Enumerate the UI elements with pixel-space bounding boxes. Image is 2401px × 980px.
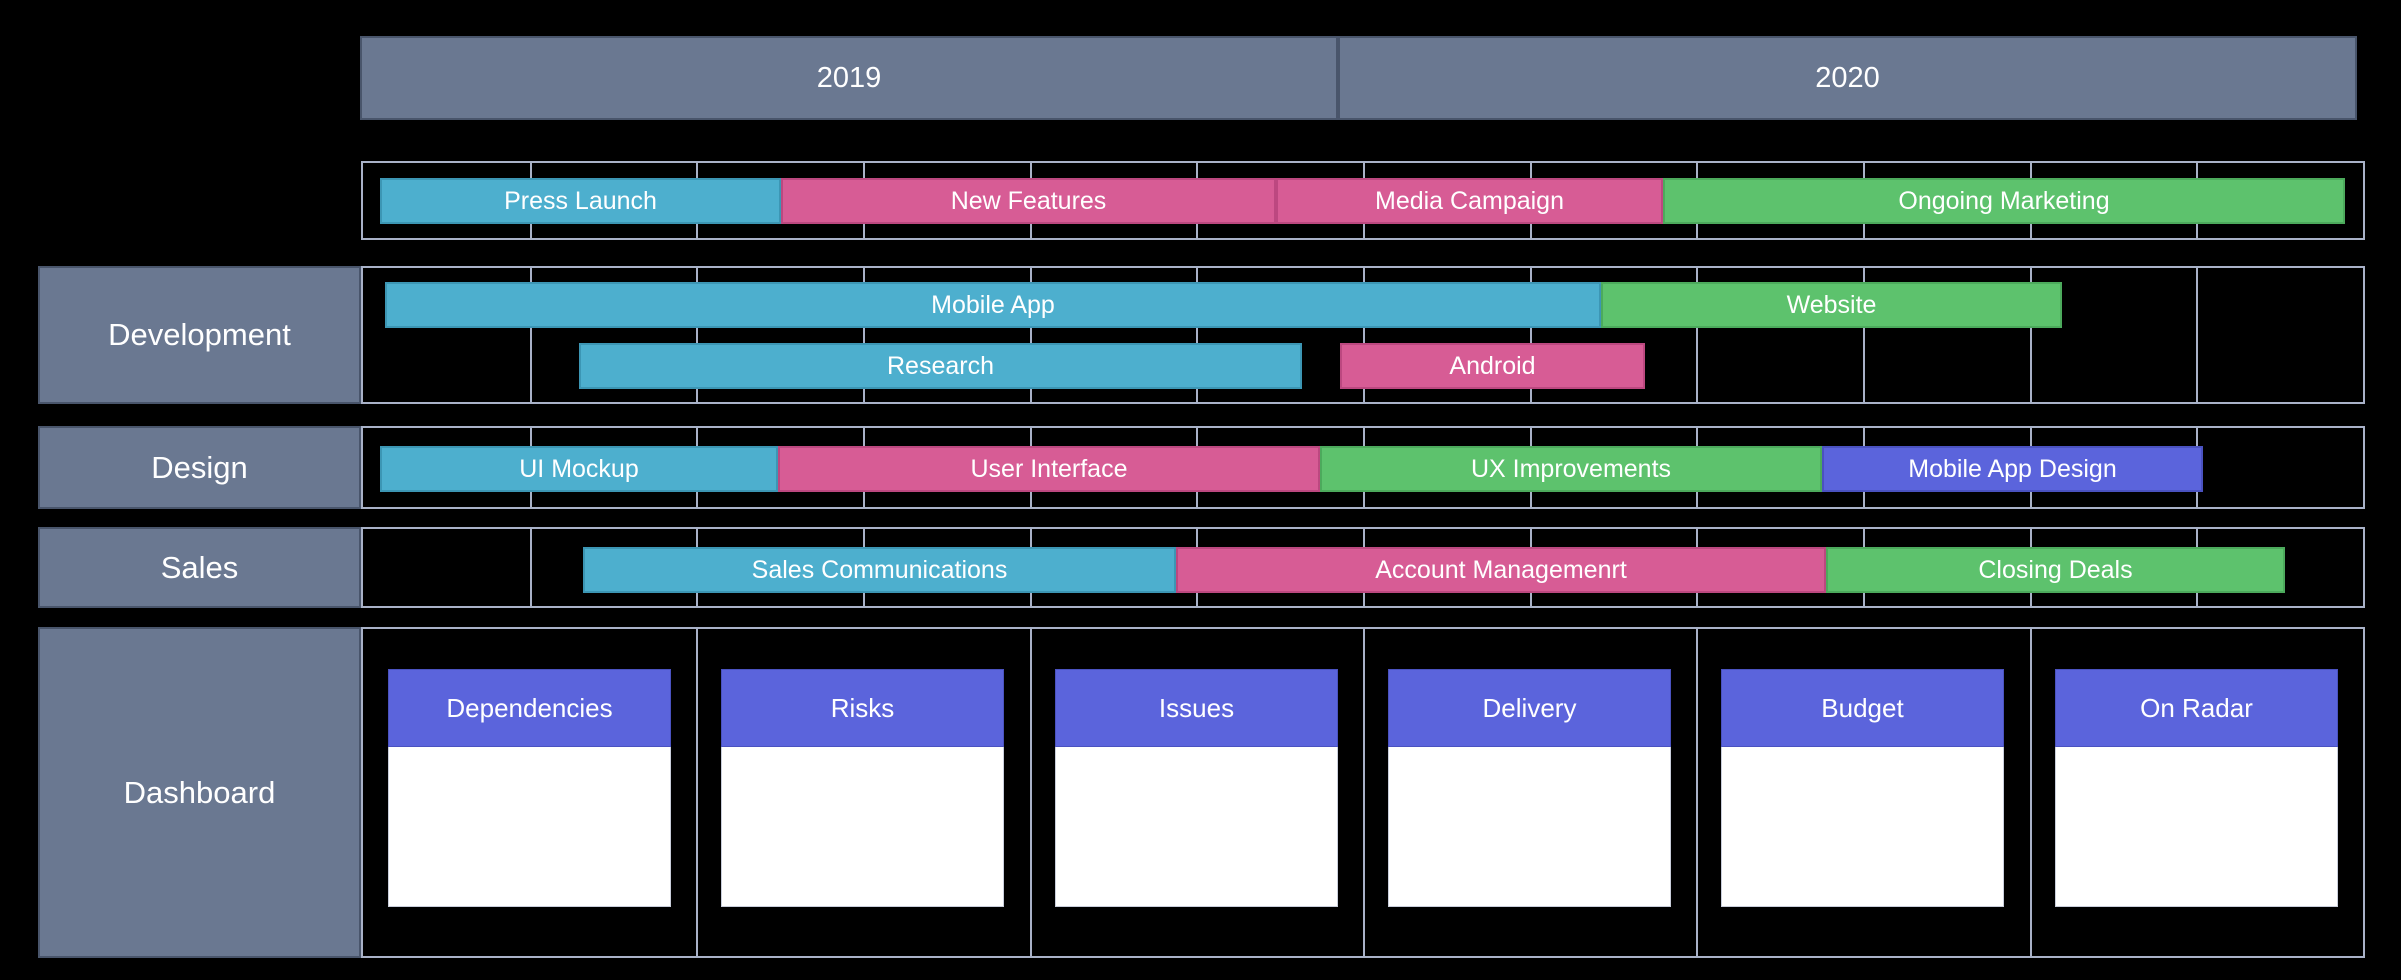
bar-user-interface[interactable]: User Interface bbox=[778, 446, 1320, 492]
grid-line bbox=[1196, 268, 1198, 402]
bar-mobile-app-design[interactable]: Mobile App Design bbox=[1822, 446, 2203, 492]
bar-closing-deals[interactable]: Closing Deals bbox=[1826, 547, 2285, 593]
year-header-2020[interactable]: 2020 bbox=[1338, 36, 2357, 120]
card-body-budget bbox=[1721, 747, 2004, 907]
grid-line bbox=[863, 268, 865, 402]
card-budget[interactable]: Budget bbox=[1721, 669, 2004, 907]
bar-android[interactable]: Android bbox=[1340, 343, 1645, 389]
grid-line bbox=[1030, 629, 1032, 956]
card-issues[interactable]: Issues bbox=[1055, 669, 1338, 907]
card-on-radar[interactable]: On Radar bbox=[2055, 669, 2338, 907]
card-title-issues: Issues bbox=[1055, 669, 1338, 747]
card-title-on-radar: On Radar bbox=[2055, 669, 2338, 747]
card-risks[interactable]: Risks bbox=[721, 669, 1004, 907]
row-label-dashboard[interactable]: Dashboard bbox=[38, 627, 361, 958]
row-label-design[interactable]: Design bbox=[38, 426, 361, 509]
bar-ux-improvements[interactable]: UX Improvements bbox=[1320, 446, 1822, 492]
bar-media-campaign[interactable]: Media Campaign bbox=[1276, 178, 1663, 224]
bar-account-managemenrt[interactable]: Account Managemenrt bbox=[1176, 547, 1826, 593]
row-label-development[interactable]: Development bbox=[38, 266, 361, 404]
grid-line bbox=[2030, 268, 2032, 402]
grid-line bbox=[1530, 268, 1532, 402]
card-body-delivery bbox=[1388, 747, 1671, 907]
bar-mobile-app[interactable]: Mobile App bbox=[385, 282, 1601, 328]
grid-line bbox=[530, 268, 532, 402]
card-title-dependencies: Dependencies bbox=[388, 669, 671, 747]
card-title-risks: Risks bbox=[721, 669, 1004, 747]
grid-line bbox=[696, 629, 698, 956]
bar-new-features[interactable]: New Features bbox=[781, 178, 1276, 224]
card-body-risks bbox=[721, 747, 1004, 907]
grid-line bbox=[1696, 268, 1698, 402]
bar-sales-communications[interactable]: Sales Communications bbox=[583, 547, 1176, 593]
card-delivery[interactable]: Delivery bbox=[1388, 669, 1671, 907]
row-label-sales[interactable]: Sales bbox=[38, 527, 361, 608]
year-header-2019[interactable]: 2019 bbox=[360, 36, 1338, 120]
grid-line bbox=[530, 529, 532, 606]
card-title-delivery: Delivery bbox=[1388, 669, 1671, 747]
card-body-dependencies bbox=[388, 747, 671, 907]
card-body-issues bbox=[1055, 747, 1338, 907]
bar-ongoing-marketing[interactable]: Ongoing Marketing bbox=[1663, 178, 2345, 224]
card-title-budget: Budget bbox=[1721, 669, 2004, 747]
bar-research[interactable]: Research bbox=[579, 343, 1302, 389]
section-dashboard-grid: Dependencies Risks Issues Delivery Budget On … bbox=[361, 627, 2365, 958]
grid-line bbox=[1363, 629, 1365, 956]
bar-press-launch[interactable]: Press Launch bbox=[380, 178, 781, 224]
grid-line bbox=[1030, 268, 1032, 402]
grid-line bbox=[1863, 268, 1865, 402]
grid-line bbox=[696, 268, 698, 402]
grid-line bbox=[1363, 268, 1365, 402]
card-dependencies[interactable]: Dependencies bbox=[388, 669, 671, 907]
bar-website[interactable]: Website bbox=[1601, 282, 2062, 328]
bar-ui-mockup[interactable]: UI Mockup bbox=[380, 446, 778, 492]
grid-line bbox=[2196, 268, 2198, 402]
card-body-on-radar bbox=[2055, 747, 2338, 907]
grid-line bbox=[1696, 629, 1698, 956]
grid-line bbox=[2030, 629, 2032, 956]
